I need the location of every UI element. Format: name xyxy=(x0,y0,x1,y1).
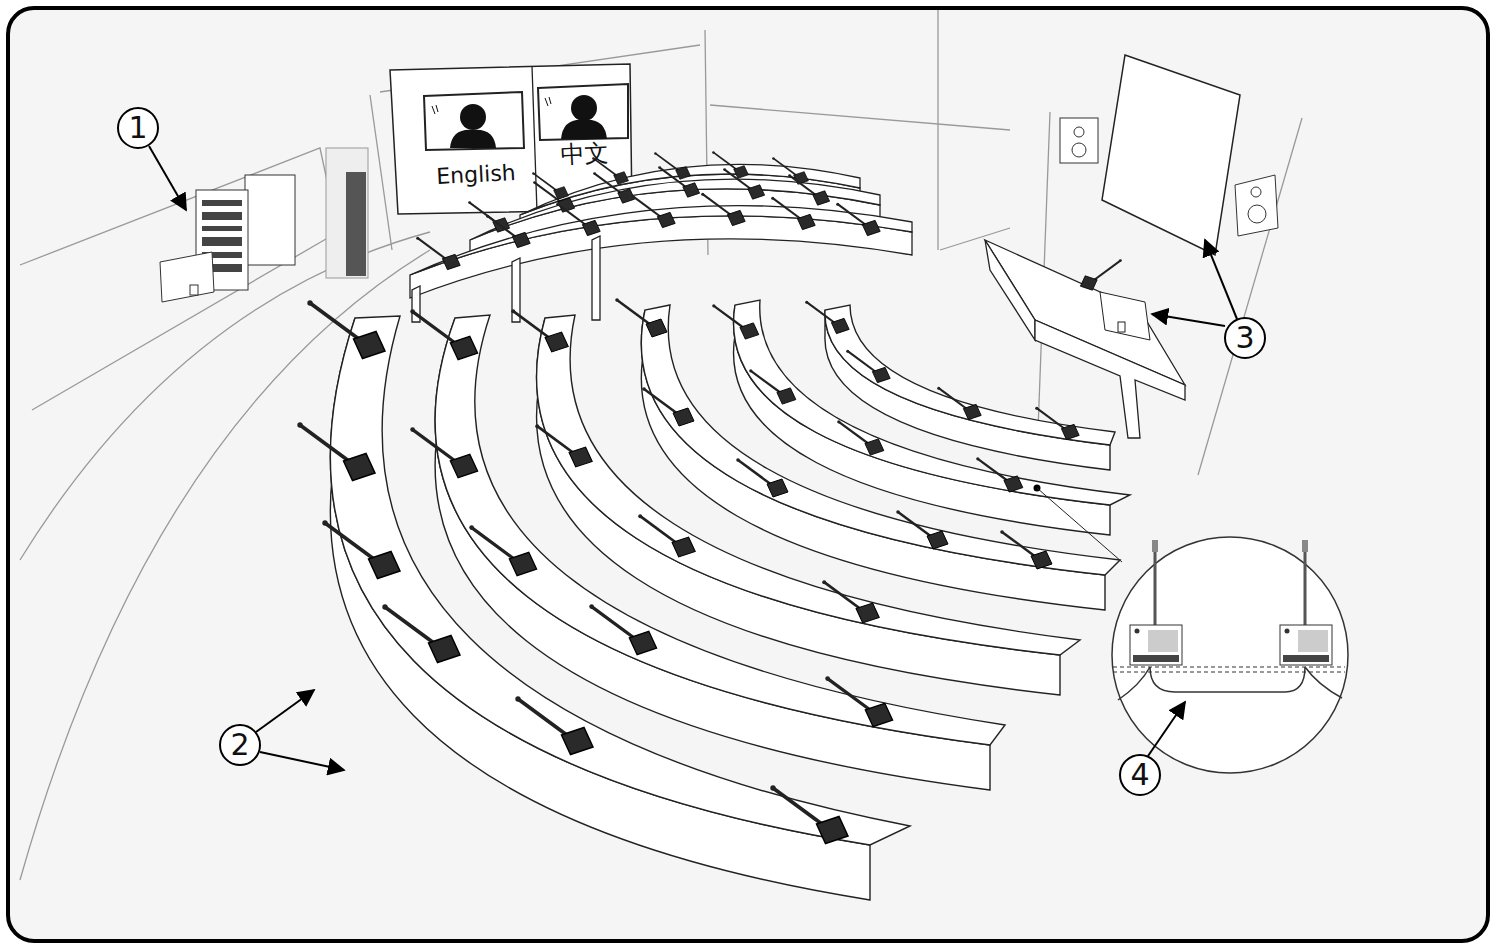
callout-number: 1 xyxy=(128,113,147,143)
callout-number: 4 xyxy=(1130,760,1149,790)
screen-panel: English xyxy=(428,157,523,193)
callout-number: 3 xyxy=(1235,323,1254,353)
screen-language: English xyxy=(436,160,517,189)
screen-panel: 中文 xyxy=(553,133,617,174)
callout-number: 2 xyxy=(230,730,249,760)
screen-language: 中文 xyxy=(560,137,610,171)
